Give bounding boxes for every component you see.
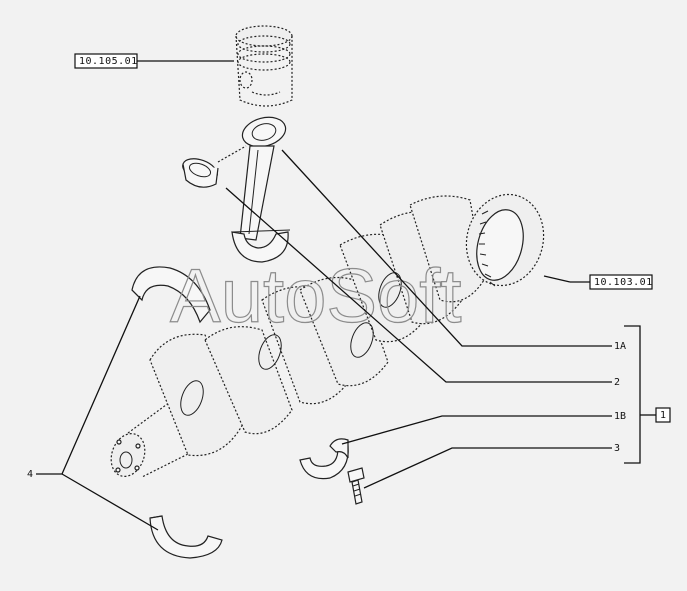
callout-4: 4: [27, 469, 33, 480]
leader-1b: [341, 415, 612, 445]
bearing-shell-upper: [131, 266, 211, 324]
bearing-shell-lower: [149, 515, 223, 559]
leader-1a: [281, 149, 612, 347]
connecting-rod: [231, 116, 291, 263]
piston: [235, 25, 293, 107]
ref-box-piston-label: 10.105.01: [79, 56, 138, 67]
callout-2: 2: [614, 377, 620, 388]
ref-box-flywheel: 10.103.01: [543, 274, 653, 290]
crankshaft: [110, 193, 545, 478]
leader-4b: [61, 473, 159, 531]
leader-2: [225, 187, 612, 383]
small-end-bushing: [182, 145, 247, 188]
ref-box-piston: 10.105.01: [74, 53, 234, 69]
ref-box-group-label: 1: [660, 410, 667, 421]
callout-1a: 1A: [614, 341, 626, 352]
ref-box-group: 1: [640, 407, 671, 423]
ref-box-flywheel-label: 10.103.01: [594, 277, 653, 288]
rod-bearing-cap: [299, 438, 349, 480]
leader-3: [363, 447, 612, 489]
callout-1b: 1B: [614, 411, 626, 422]
group-bracket: [624, 325, 641, 464]
bolt: [347, 467, 365, 505]
callout-3: 3: [614, 443, 620, 454]
